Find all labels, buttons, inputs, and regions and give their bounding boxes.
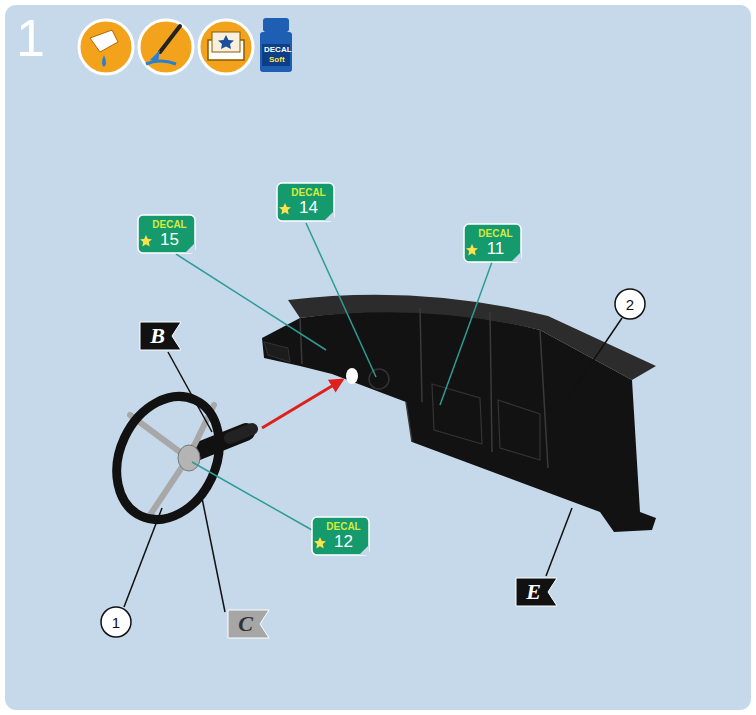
decal-soft-bottle bbox=[260, 18, 292, 72]
part-number: 1 bbox=[100, 606, 132, 638]
callout-number: 2 bbox=[626, 297, 634, 312]
decal-number: 11 bbox=[487, 240, 505, 257]
drawing-stroke bbox=[346, 368, 358, 384]
decal-corner bbox=[359, 545, 369, 555]
part-number: 2 bbox=[614, 288, 646, 320]
drawing-stroke bbox=[264, 342, 290, 362]
drawing-stroke bbox=[97, 380, 238, 537]
bottle-text: DECAL bbox=[264, 46, 292, 54]
decal-corner bbox=[511, 252, 521, 262]
callout-circle bbox=[101, 607, 131, 637]
decal-word: DECAL bbox=[291, 188, 325, 198]
drawing-stroke bbox=[432, 384, 540, 460]
color-code: B bbox=[150, 325, 165, 347]
glue-icon bbox=[79, 20, 133, 74]
decal-corner bbox=[185, 243, 195, 253]
bottle-text: Soft bbox=[269, 56, 285, 64]
drawing-stroke bbox=[124, 508, 162, 607]
drawing-stroke bbox=[300, 308, 548, 468]
drawing-stroke bbox=[90, 30, 118, 52]
drawing-stroke bbox=[192, 462, 312, 530]
color-flag: C bbox=[228, 610, 269, 638]
decal-background bbox=[464, 224, 521, 262]
drawing-stroke bbox=[102, 55, 106, 67]
decal-tag: DECAL11 bbox=[464, 224, 521, 262]
steering-wheel-part bbox=[97, 380, 252, 537]
insert-arrow bbox=[262, 380, 342, 428]
step-number: 1 bbox=[16, 12, 45, 64]
decal-corner bbox=[324, 211, 334, 221]
drawing-stroke bbox=[440, 262, 492, 405]
drawing-stroke bbox=[230, 429, 252, 438]
callout-circle bbox=[615, 289, 645, 319]
drawing-stroke bbox=[288, 295, 656, 380]
decal-number: 12 bbox=[334, 533, 353, 550]
decal-word: DECAL bbox=[152, 220, 186, 230]
color-flag: E bbox=[516, 578, 557, 606]
drawing-stroke bbox=[178, 445, 200, 471]
decal-word: DECAL bbox=[326, 522, 360, 532]
flag-shape bbox=[228, 610, 269, 638]
decal-star bbox=[314, 537, 326, 549]
drawing-stroke bbox=[218, 35, 234, 49]
color-code: E bbox=[526, 581, 541, 603]
drawing-stroke bbox=[79, 20, 133, 74]
flag-shape bbox=[140, 322, 181, 350]
decal-background bbox=[138, 215, 195, 253]
color-flag: B bbox=[140, 322, 181, 350]
callout-number: 1 bbox=[112, 615, 120, 630]
drawing-stroke bbox=[306, 223, 376, 377]
drawing-stroke bbox=[199, 20, 253, 74]
drawing-stroke bbox=[546, 508, 572, 576]
drawing-stroke bbox=[260, 32, 292, 72]
decal-star bbox=[466, 244, 478, 256]
leader-lines bbox=[124, 223, 622, 612]
decal-background bbox=[277, 183, 334, 221]
decal-number: 15 bbox=[160, 231, 179, 248]
flag-shape bbox=[516, 578, 557, 606]
decal-word: DECAL bbox=[478, 229, 512, 239]
dashboard-part bbox=[262, 295, 656, 532]
decal-star bbox=[279, 203, 291, 215]
drawing-stroke bbox=[202, 498, 225, 612]
drawing-stroke bbox=[176, 254, 326, 350]
drawing-stroke bbox=[212, 32, 240, 52]
decal-tag: DECAL14 bbox=[277, 183, 334, 221]
drawing-stroke bbox=[139, 20, 193, 74]
decal-number: 14 bbox=[299, 199, 318, 216]
drawing-stroke bbox=[168, 352, 212, 432]
drawing-stroke bbox=[146, 61, 176, 64]
drawing-stroke bbox=[565, 318, 622, 402]
drawing-stroke bbox=[160, 26, 180, 52]
step-panel bbox=[4, 4, 752, 711]
drawing-stroke bbox=[369, 369, 389, 389]
decal-tag: DECAL15 bbox=[138, 215, 195, 253]
color-code: C bbox=[238, 613, 253, 635]
decal-star bbox=[140, 235, 152, 247]
decal-water-icon bbox=[199, 20, 253, 74]
paint-icon bbox=[139, 20, 193, 74]
decal-background bbox=[312, 517, 369, 555]
drawing-stroke bbox=[263, 18, 289, 32]
decal-tag: DECAL12 bbox=[312, 517, 369, 555]
